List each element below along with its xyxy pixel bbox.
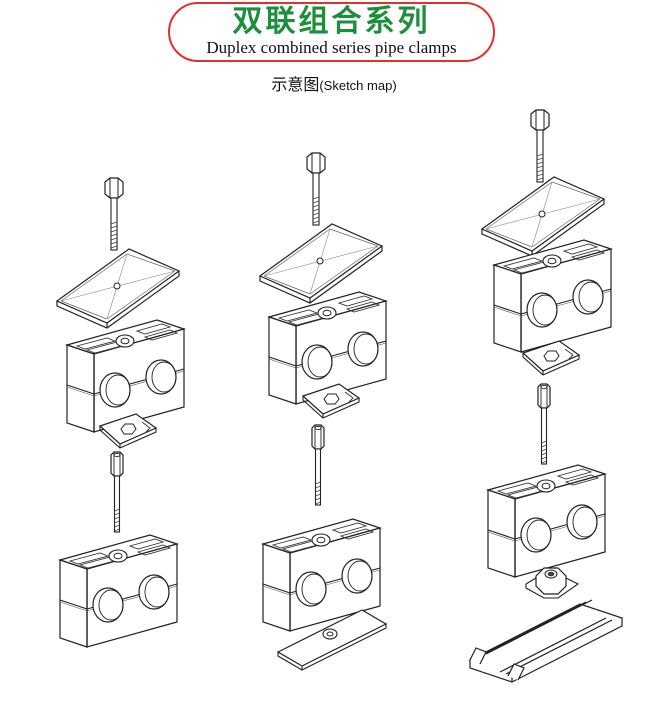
title-chinese: 双联组合系列 [232, 4, 431, 39]
mounting-rail [468, 599, 624, 683]
rail-nut [525, 567, 580, 599]
threaded-stud-3 [537, 383, 551, 465]
hex-bolt-1 [104, 177, 124, 251]
hex-bolt-2 [306, 152, 326, 226]
title-english: Duplex combined series pipe clamps [206, 38, 457, 57]
clamp-body-3a [493, 239, 612, 353]
hex-bolt-3 [530, 109, 550, 183]
clamp-body-1a [66, 319, 185, 433]
weld-plate [276, 609, 388, 671]
threaded-stud-2 [311, 424, 325, 506]
clamp-body-2a [268, 291, 387, 405]
clamp-body-1b [59, 534, 178, 648]
subtitle-english: (Sketch map) [319, 78, 397, 93]
clamp-body-3b [487, 464, 606, 578]
threaded-stud-1 [110, 451, 124, 533]
cover-plate-2 [259, 223, 383, 304]
subtitle: 示意图(Sketch map) [0, 76, 668, 96]
subtitle-chinese: 示意图 [271, 77, 320, 94]
title-pill-border [168, 2, 495, 62]
cover-plate-1 [56, 248, 180, 329]
